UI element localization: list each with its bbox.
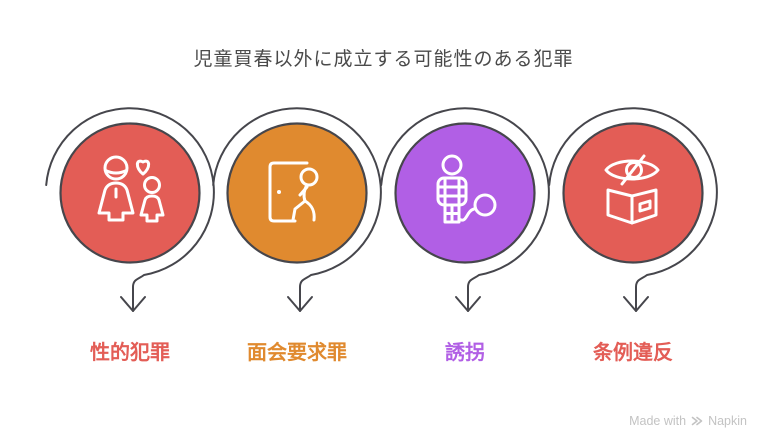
circle-sexual-offense [59,122,201,264]
circle-meeting-request [226,122,368,264]
item-label-meeting-request: 面会要求罪 [247,342,347,364]
eye-hidden-box-icon [604,154,660,225]
loop-arrow [212,107,382,312]
circle-ordinance-violation [562,122,704,264]
crime-item-meeting-request [207,95,387,327]
watermark-prefix: Made with [629,414,687,428]
crime-item-kidnapping [375,95,555,327]
napkin-logo-icon [691,416,703,426]
item-label-kidnapping: 誘拐 [445,342,485,364]
crime-item-ordinance-violation [543,95,723,327]
loop-arrow [548,107,718,312]
watermark-brand: Napkin [708,414,747,428]
made-with-napkin-watermark: Made with Napkin [629,413,747,429]
diagram-title: 児童買春以外に成立する可能性のある犯罪 [193,49,574,70]
family-heart-icon [97,155,165,223]
door-person-icon [268,161,319,223]
item-label-sexual-offense: 性的犯罪 [90,342,170,364]
prisoner-ball-chain-icon [436,154,497,224]
loop-arrow [45,107,215,312]
loop-arrow [380,107,550,312]
crime-item-sexual-offense [40,95,220,327]
item-label-ordinance-violation: 条例違反 [593,342,673,364]
